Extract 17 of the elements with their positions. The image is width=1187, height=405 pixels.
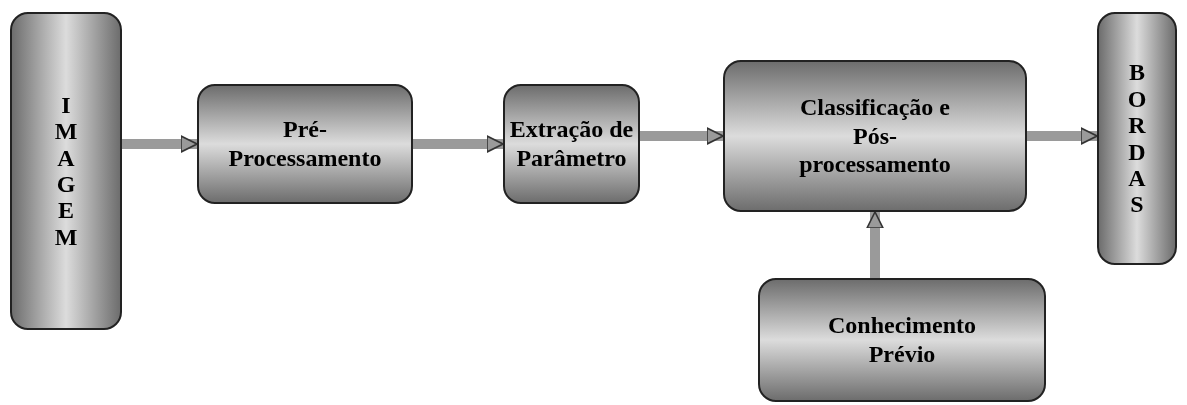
process-box xyxy=(197,84,413,204)
vertical-block xyxy=(1097,12,1177,265)
block-arrow xyxy=(413,135,504,153)
box-label: BORDAS xyxy=(1126,59,1148,218)
vertical-block xyxy=(10,12,122,330)
box-label: IMAGEM xyxy=(54,91,78,251)
block-arrow xyxy=(866,211,884,278)
process-box xyxy=(503,84,640,204)
box-label: Pré-Processamento xyxy=(227,115,383,173)
process-box xyxy=(723,60,1027,212)
box-label: Extração de Parâmetro xyxy=(509,115,634,173)
block-arrow xyxy=(122,135,198,153)
box-label: Conhecimento Prévio xyxy=(827,311,977,369)
process-box xyxy=(758,278,1046,402)
block-arrow xyxy=(1027,127,1098,145)
block-arrow xyxy=(640,127,724,145)
box-label: Classificação e Pós-processamento xyxy=(798,92,952,180)
